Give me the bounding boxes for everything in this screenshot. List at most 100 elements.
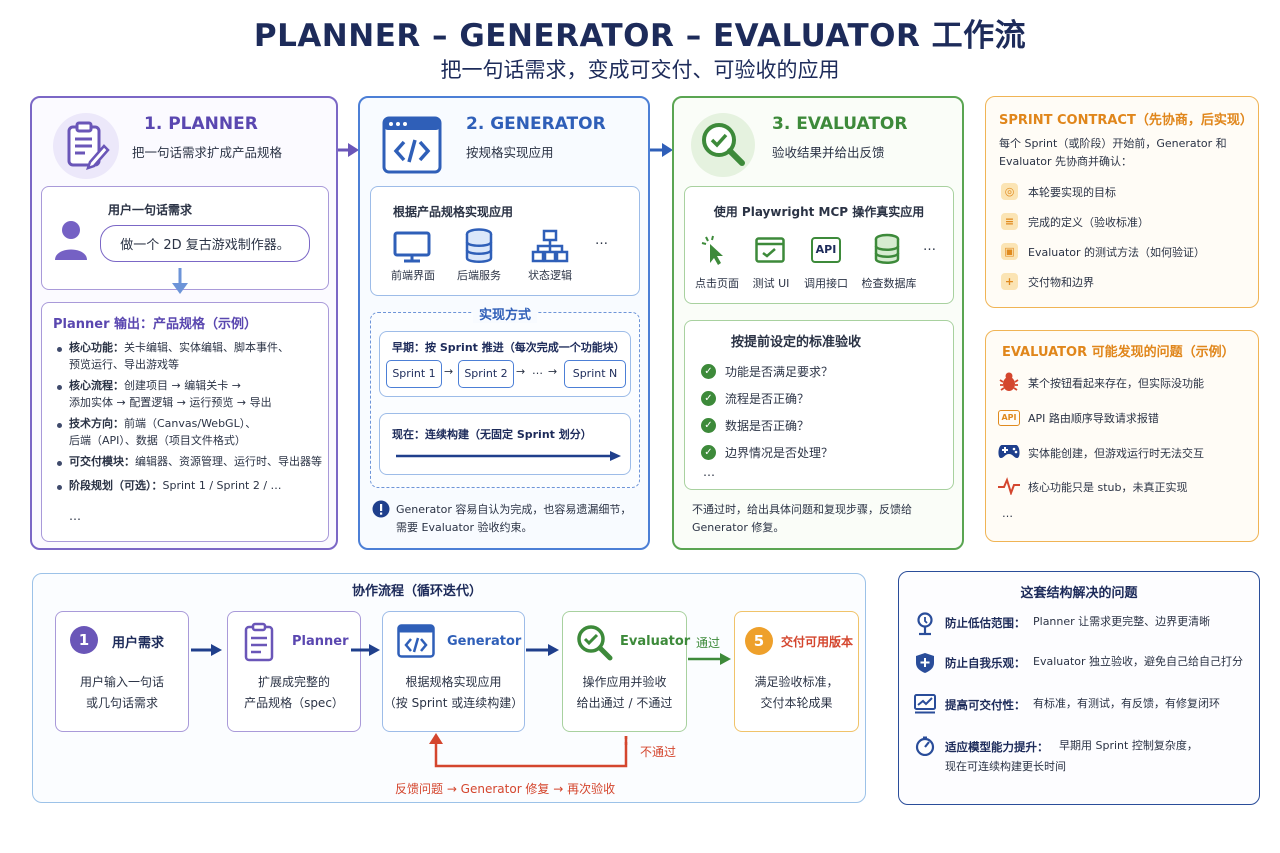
criteria-item: 功能是否满足要求？ xyxy=(725,365,834,379)
arrow-right-icon xyxy=(688,653,731,665)
flow-step-evaluator: Evaluator 操作应用并验收给出通过 / 不通过 xyxy=(562,611,691,732)
contract-item: Evaluator 的测试方法（如何验证） xyxy=(1028,246,1206,259)
impl-item: 状态逻辑 xyxy=(528,269,572,282)
code-window-icon xyxy=(397,624,435,658)
generator-title: 2. GENERATOR xyxy=(466,114,606,134)
flow-title: 协作流程（循环迭代） xyxy=(352,584,483,599)
flow-step-title: Evaluator xyxy=(620,634,691,649)
sprint-box: Sprint N xyxy=(564,360,626,388)
contract-item: 本轮要实现的目标 xyxy=(1028,186,1116,199)
solve-row-title: 提高可交付性： xyxy=(945,698,1026,712)
early-title: 早期：按 Sprint 推进（每次完成一个功能块） xyxy=(392,341,625,354)
tool-label: 检查数据库 xyxy=(861,277,917,290)
solve-row-desc: 有标准，有测试，有反馈，有修复闭环 xyxy=(1033,697,1220,710)
flow-step-title: Planner xyxy=(292,634,349,649)
code-window-icon xyxy=(382,116,442,174)
gauge-icon xyxy=(915,736,935,756)
impl-box: 根据产品规格实现应用 … 前端界面 后端服务 状态逻辑 xyxy=(370,186,640,296)
evaluator-title: 3. EVALUATOR xyxy=(772,114,908,134)
shield-icon xyxy=(916,653,934,673)
clipboard-icon xyxy=(53,113,119,179)
method-title: 实现方式 xyxy=(371,304,639,323)
solve-row-title: 适应模型能力提升： xyxy=(945,740,1049,754)
arrow-right-icon xyxy=(650,143,673,157)
list-item: 可交付模块：编辑器、资源管理、运行时、导出器等 xyxy=(69,455,322,468)
list-item: 核心功能：关卡编辑、实体编辑、脚本事件、预览运行、导出游戏等 xyxy=(69,341,289,371)
flowchart-icon xyxy=(531,229,569,263)
flow-step-title: Generator xyxy=(447,634,522,649)
flow-step-desc: 满足验收标准，交付本轮成果 xyxy=(754,675,839,710)
issue-item: API 路由顺序导致请求报错 xyxy=(1028,412,1159,425)
tool-label: 点击页面 xyxy=(695,277,739,290)
flow-step-user: 1 用户需求 用户输入一句话或几句话需求 xyxy=(55,611,189,732)
sprint-box: Sprint 1 xyxy=(386,360,442,388)
check-icon: ✓ xyxy=(701,364,716,379)
solve-title: 这套结构解决的问题 xyxy=(1020,586,1138,601)
arrow-right-icon xyxy=(526,644,559,656)
ui-test-icon xyxy=(755,237,785,263)
arrow-right-icon xyxy=(191,644,222,656)
api-icon: API xyxy=(811,237,841,263)
check-icon: ✓ xyxy=(701,445,716,460)
solved-problems-panel: 这套结构解决的问题 防止低估范围： Planner 让需求更完整、边界更清晰 防… xyxy=(898,571,1260,805)
clipboard-icon xyxy=(244,622,274,662)
flow-step-deliver: 5 交付可用版本 满足验收标准，交付本轮成果 xyxy=(734,611,859,732)
solve-row-desc: 早期用 Sprint 控制复杂度， xyxy=(1059,739,1198,752)
planner-output-title: Planner 输出：产品规格（示例） xyxy=(53,317,258,332)
magnifier-check-icon xyxy=(691,113,755,177)
chart-board-icon xyxy=(914,694,936,714)
page-subtitle: 把一句话需求，变成可交付、可验收的应用 xyxy=(440,58,840,82)
solve-row-desc: Evaluator 独立验收，避免自己给自己打分 xyxy=(1033,655,1244,668)
ruler-pin-icon xyxy=(917,612,933,636)
info-icon xyxy=(372,500,390,518)
test-title: 使用 Playwright MCP 操作真实应用 xyxy=(713,205,925,219)
check-icon: ✓ xyxy=(701,418,716,433)
pulse-icon xyxy=(998,477,1020,495)
issue-item: 核心功能只是 stub，未真正实现 xyxy=(1028,481,1188,494)
criteria-more: … xyxy=(703,465,715,479)
gamepad-icon xyxy=(998,445,1020,458)
long-arrow-icon xyxy=(396,451,621,461)
arrow-glyph: → xyxy=(548,365,558,378)
target-icon: ◎ xyxy=(1001,183,1018,200)
criteria-item: 边界情况是否处理？ xyxy=(725,446,834,460)
criteria-title: 按提前设定的标准验收 xyxy=(731,335,862,350)
tool-label: 测试 UI xyxy=(752,277,790,290)
planner-ellipsis: … xyxy=(69,509,81,523)
planner-output-box: Planner 输出：产品规格（示例） 核心功能：关卡编辑、实体编辑、脚本事件、… xyxy=(41,302,329,542)
flow-step-planner: Planner 扩展成完整的产品规格（spec） xyxy=(227,611,361,732)
solve-row-title: 防止自我乐观： xyxy=(945,656,1026,670)
issues-panel: EVALUATOR 可能发现的问题（示例） 某个按钮看起来存在，但实际没功能 A… xyxy=(985,330,1259,542)
generator-subtitle: 按规格实现应用 xyxy=(466,145,554,160)
evaluator-panel: 3. EVALUATOR 验收结果并给出反馈 使用 Playwright MCP… xyxy=(672,96,964,550)
solve-row-desc: Planner 让需求更完整、边界更清晰 xyxy=(1033,615,1211,628)
solve-row-title: 防止低估范围： xyxy=(945,616,1026,630)
criteria-box: 按提前设定的标准验收 ✓ 功能是否满足要求？ ✓ 流程是否正确？ ✓ 数据是否正… xyxy=(684,320,954,490)
impl-title: 根据产品规格实现应用 xyxy=(393,205,514,219)
criteria-item: 流程是否正确？ xyxy=(725,392,810,406)
sprint-contract-panel: SPRINT CONTRACT（先协商，后实现） 每个 Sprint（或阶段）开… xyxy=(985,96,1259,308)
planner-panel: 1. PLANNER 把一句话需求扩成产品规格 用户一句话需求 做一个 2D 复… xyxy=(30,96,338,550)
generator-panel: 2. GENERATOR 按规格实现应用 根据产品规格实现应用 … 前端界面 后… xyxy=(358,96,650,550)
early-box: 早期：按 Sprint 推进（每次完成一个功能块） Sprint 1 → Spr… xyxy=(379,331,631,397)
sprint-ellipsis: … xyxy=(532,364,543,377)
impl-more: … xyxy=(595,233,608,248)
flow-step-generator: Generator 根据规格实现应用（按 Sprint 或连续构建） xyxy=(382,611,525,732)
generator-note: Generator 容易自认为完成，也容易遗漏细节，需要 Evaluator 验… xyxy=(396,503,632,534)
user-icon xyxy=(55,221,87,260)
issues-more: … xyxy=(1002,507,1013,520)
test-icon: ▣ xyxy=(1001,243,1018,260)
flow-step-title: 交付可用版本 xyxy=(781,635,854,649)
solve-row-desc: 现在可连续构建更长时间 xyxy=(945,760,1066,773)
step-number-badge: 1 xyxy=(70,626,98,654)
fail-label: 不通过 xyxy=(640,745,677,759)
method-box: 实现方式 早期：按 Sprint 推进（每次完成一个功能块） Sprint 1 … xyxy=(370,308,640,488)
bug-icon xyxy=(999,372,1019,391)
pass-label: 通过 xyxy=(696,636,721,650)
list-item: 阶段规划（可选）：Sprint 1 / Sprint 2 / … xyxy=(69,479,282,492)
package-icon: + xyxy=(1001,273,1018,290)
request-bubble: 做一个 2D 复古游戏制作器。 xyxy=(100,225,310,262)
contract-item: 交付物和边界 xyxy=(1028,276,1094,289)
